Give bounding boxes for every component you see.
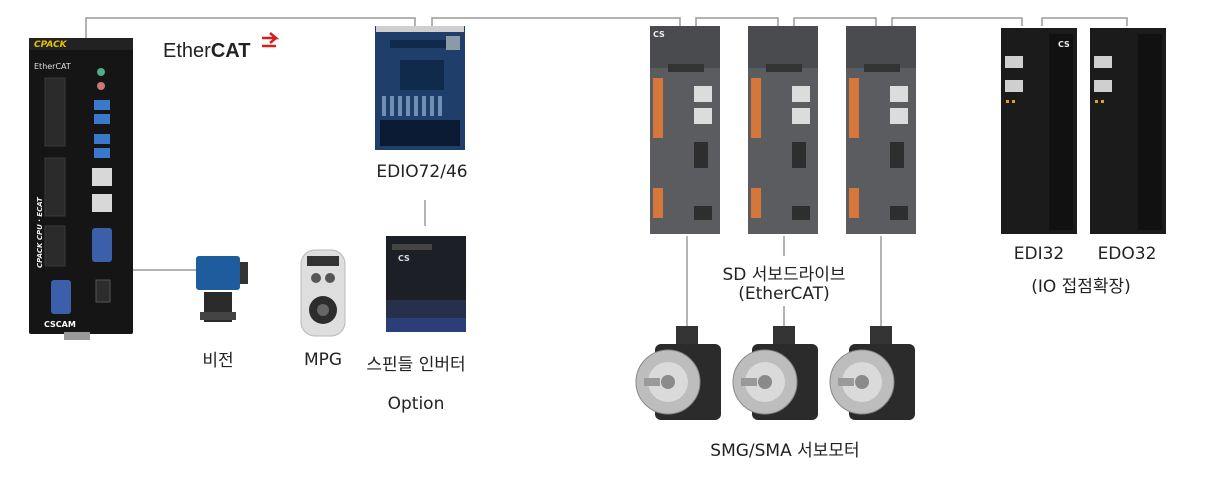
- vision-camera: [196, 256, 248, 322]
- controller-vendor-text: CSCAM: [44, 320, 76, 329]
- controller-ethercat-text: EtherCAT: [34, 62, 71, 71]
- servo-drive-label-2: (EtherCAT): [738, 284, 830, 304]
- edi32-label: EDI32: [1013, 244, 1065, 264]
- io-module-brand: CS: [1058, 40, 1070, 49]
- servo-motor-3: [829, 326, 915, 420]
- ethercat-logo-ether: Ether: [163, 40, 211, 62]
- cpack-controller: [29, 38, 133, 340]
- servo-drive-brand: CS: [653, 30, 665, 39]
- ethercat-logo: EtherCAT: [163, 40, 250, 63]
- ethercat-logo-cat: CAT: [210, 40, 251, 62]
- spindle-inverter: [386, 236, 466, 332]
- edio-board: [375, 26, 465, 150]
- edo32-module: [1090, 28, 1166, 234]
- servo-drive-2: [748, 26, 818, 234]
- controller-brand: CPACK: [34, 40, 67, 50]
- vision-label: 비전: [202, 351, 234, 371]
- mpg-label: MPG: [303, 350, 343, 370]
- spindle-label: 스핀들 인버터: [366, 355, 466, 375]
- servo-drive-label-1: SD 서보드라이브: [722, 265, 846, 285]
- controller-model-text: CPACK CPU · ECAT: [36, 197, 44, 268]
- servo-motor-1: [635, 326, 721, 420]
- ethercat-bus-lines: [85, 17, 1128, 335]
- spindle-option-label: Option: [387, 394, 445, 414]
- spindle-brand: CS: [398, 254, 410, 263]
- ethercat-logo-arrow: [262, 32, 280, 48]
- servo-drive-3: [846, 26, 916, 234]
- servo-drive-1: [650, 26, 720, 234]
- edi32-module: [1001, 28, 1077, 234]
- io-group-label: (IO 접점확장): [1031, 277, 1131, 297]
- mpg-pendant: [300, 249, 346, 337]
- edo32-label: EDO32: [1097, 244, 1157, 264]
- edio-label: EDIO72/46: [376, 162, 468, 182]
- motors-label: SMG/SMA 서보모터: [710, 441, 860, 461]
- servo-motor-2: [732, 326, 818, 420]
